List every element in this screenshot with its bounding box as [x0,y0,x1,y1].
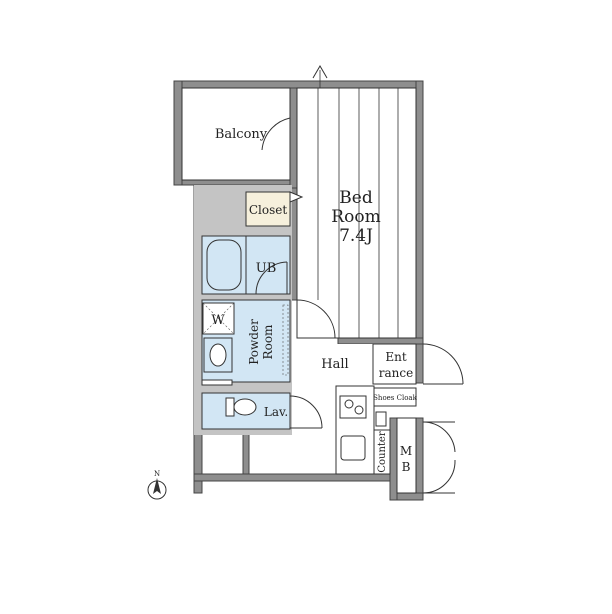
wall-bottom [193,473,391,482]
mb-door-swing-upper [422,421,456,453]
bedroom-floor [296,87,417,339]
balcony-label: Balcony [215,127,268,142]
stove-top [339,395,367,419]
kitchen-sink [340,435,366,461]
wall-partition-vertical [289,87,298,189]
basin-bowl [209,343,227,367]
wall-balcony-bottom [181,179,291,186]
wall-left-upper [173,80,183,186]
washer-label: W [211,313,225,328]
bedroom-size-label: 7.4J [339,226,373,246]
bedroom-area [296,87,417,339]
powder-room-label-1: Powder [247,319,261,365]
hall-label: Hall [321,357,348,372]
bathtub [206,239,242,291]
mb-label-1: M [400,444,412,458]
closet-label: Closet [249,203,288,217]
shelf-dotted [282,304,289,376]
bedroom-label-line2: Room [331,207,380,227]
wall-hall-top [337,337,424,345]
window-mark [312,65,328,79]
stove-burner [344,399,354,409]
bedroom-door-swing [296,299,336,339]
hall-area [297,344,373,384]
washer-cross [202,302,235,335]
entrance-area [372,343,417,385]
compass-arrow [153,478,161,494]
lav-door-swing [289,395,323,429]
wall-top [173,80,423,89]
entrance-label-1: Ent [385,350,406,364]
compass: N [147,470,167,500]
entrance-door-swing [422,343,464,385]
stove-burner [354,405,364,415]
powder-room-label-2: Room [261,324,275,359]
unit-bath-label: UB [256,261,277,276]
balcony-door-swing [261,117,291,151]
lav-label: Lav. [264,405,288,419]
powder-shelf [201,379,233,386]
balcony-area [181,87,291,181]
mb-door-swing-lower [422,459,456,494]
compass-north-label: N [154,470,160,478]
fridge-marker [375,411,387,427]
toilet-tank [225,397,235,417]
ub-door-swing [255,261,288,295]
counter-label: Counter [377,431,388,472]
shoes-cloak-box [373,387,417,407]
wall-mb-right [415,417,424,501]
closet-area [245,191,291,227]
shoes-cloak-label: Shoes Cloak [373,394,417,402]
counter-box [373,429,391,475]
toilet-bowl [233,398,257,416]
wall-bedroom-right [415,80,424,344]
bedroom-label-line1: Bed [339,188,373,208]
wall-entrance-right [415,342,424,384]
mb-area [396,417,417,494]
wall-kitchen-left [242,433,250,475]
entrance-label-2: rance [379,366,413,380]
mb-label-2: B [402,460,411,474]
wall-mb-left [389,417,398,501]
